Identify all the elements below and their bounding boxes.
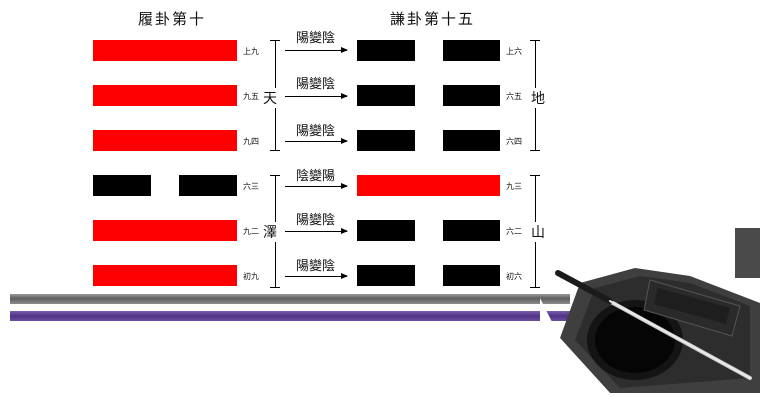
left-position-label-3: 九四: [243, 137, 259, 146]
left-position-label-5: 九二: [243, 227, 259, 236]
right-line-4-yang: [357, 175, 500, 196]
right-position-label-1: 上六: [506, 47, 522, 56]
left-lower-bracket-bottom: [270, 287, 280, 288]
right-lower-bracket-bottom: [530, 287, 540, 288]
right-hexagram-title: 謙卦第十五: [390, 10, 476, 28]
change-arrow-1: [285, 47, 348, 53]
left-line-5-yang: [93, 220, 237, 241]
right-line-5-yin-b: [443, 220, 500, 241]
change-arrow-6: [285, 273, 348, 279]
left-position-label-1: 上九: [243, 47, 259, 56]
left-line-4-yin-a: [93, 175, 151, 196]
left-hexagram-title: 履卦第十: [138, 10, 207, 28]
trigram-label-lake: 澤: [262, 222, 278, 242]
trigram-label-heaven: 天: [262, 88, 278, 108]
right-line-5-yin-a: [357, 220, 415, 241]
divider-gap: [10, 305, 570, 307]
right-position-label-3: 六四: [506, 137, 522, 146]
right-line-2-yin-a: [357, 85, 415, 106]
change-arrow-2: [285, 93, 348, 99]
change-label-5: 陽變陰: [296, 213, 336, 228]
right-position-label-5: 六二: [506, 227, 522, 236]
ink-stone-brush-icon: [540, 228, 760, 393]
left-line-4-yin-b: [179, 175, 237, 196]
right-line-1-yin-b: [443, 40, 500, 61]
right-line-3-yin-a: [357, 130, 415, 151]
ink-stone-brush-illustration: [540, 228, 760, 393]
change-label-6: 陽變陰: [296, 259, 336, 274]
right-line-6-yin-b: [443, 265, 500, 286]
right-line-1-yin-a: [357, 40, 415, 61]
change-arrow-4: [285, 183, 348, 189]
left-position-label-6: 初九: [243, 272, 259, 281]
gray-divider-band: [10, 294, 570, 304]
left-upper-bracket-bottom: [270, 150, 280, 151]
right-line-3-yin-b: [443, 130, 500, 151]
change-label-4: 陰變陽: [296, 169, 336, 184]
left-line-1-yang: [93, 40, 237, 61]
right-position-label-4: 九三: [506, 182, 522, 191]
right-line-6-yin-a: [357, 265, 415, 286]
left-line-3-yang: [93, 130, 237, 151]
right-line-2-yin-b: [443, 85, 500, 106]
left-position-label-4: 六三: [243, 182, 259, 191]
left-line-6-yang: [93, 265, 237, 286]
left-line-2-yang: [93, 85, 237, 106]
trigram-label-earth: 地: [530, 88, 546, 108]
change-label-1: 陽變陰: [296, 31, 336, 46]
left-position-label-2: 九五: [243, 92, 259, 101]
right-position-label-6: 初六: [506, 272, 522, 281]
change-label-3: 陽變陰: [296, 124, 336, 139]
right-upper-bracket-bottom: [530, 150, 540, 151]
change-label-2: 陽變陰: [296, 77, 336, 92]
change-arrow-5: [285, 228, 348, 234]
right-position-label-2: 六五: [506, 92, 522, 101]
purple-divider-band: [10, 311, 570, 321]
trigram-label-mountain: 山: [530, 222, 546, 242]
change-arrow-3: [285, 138, 348, 144]
